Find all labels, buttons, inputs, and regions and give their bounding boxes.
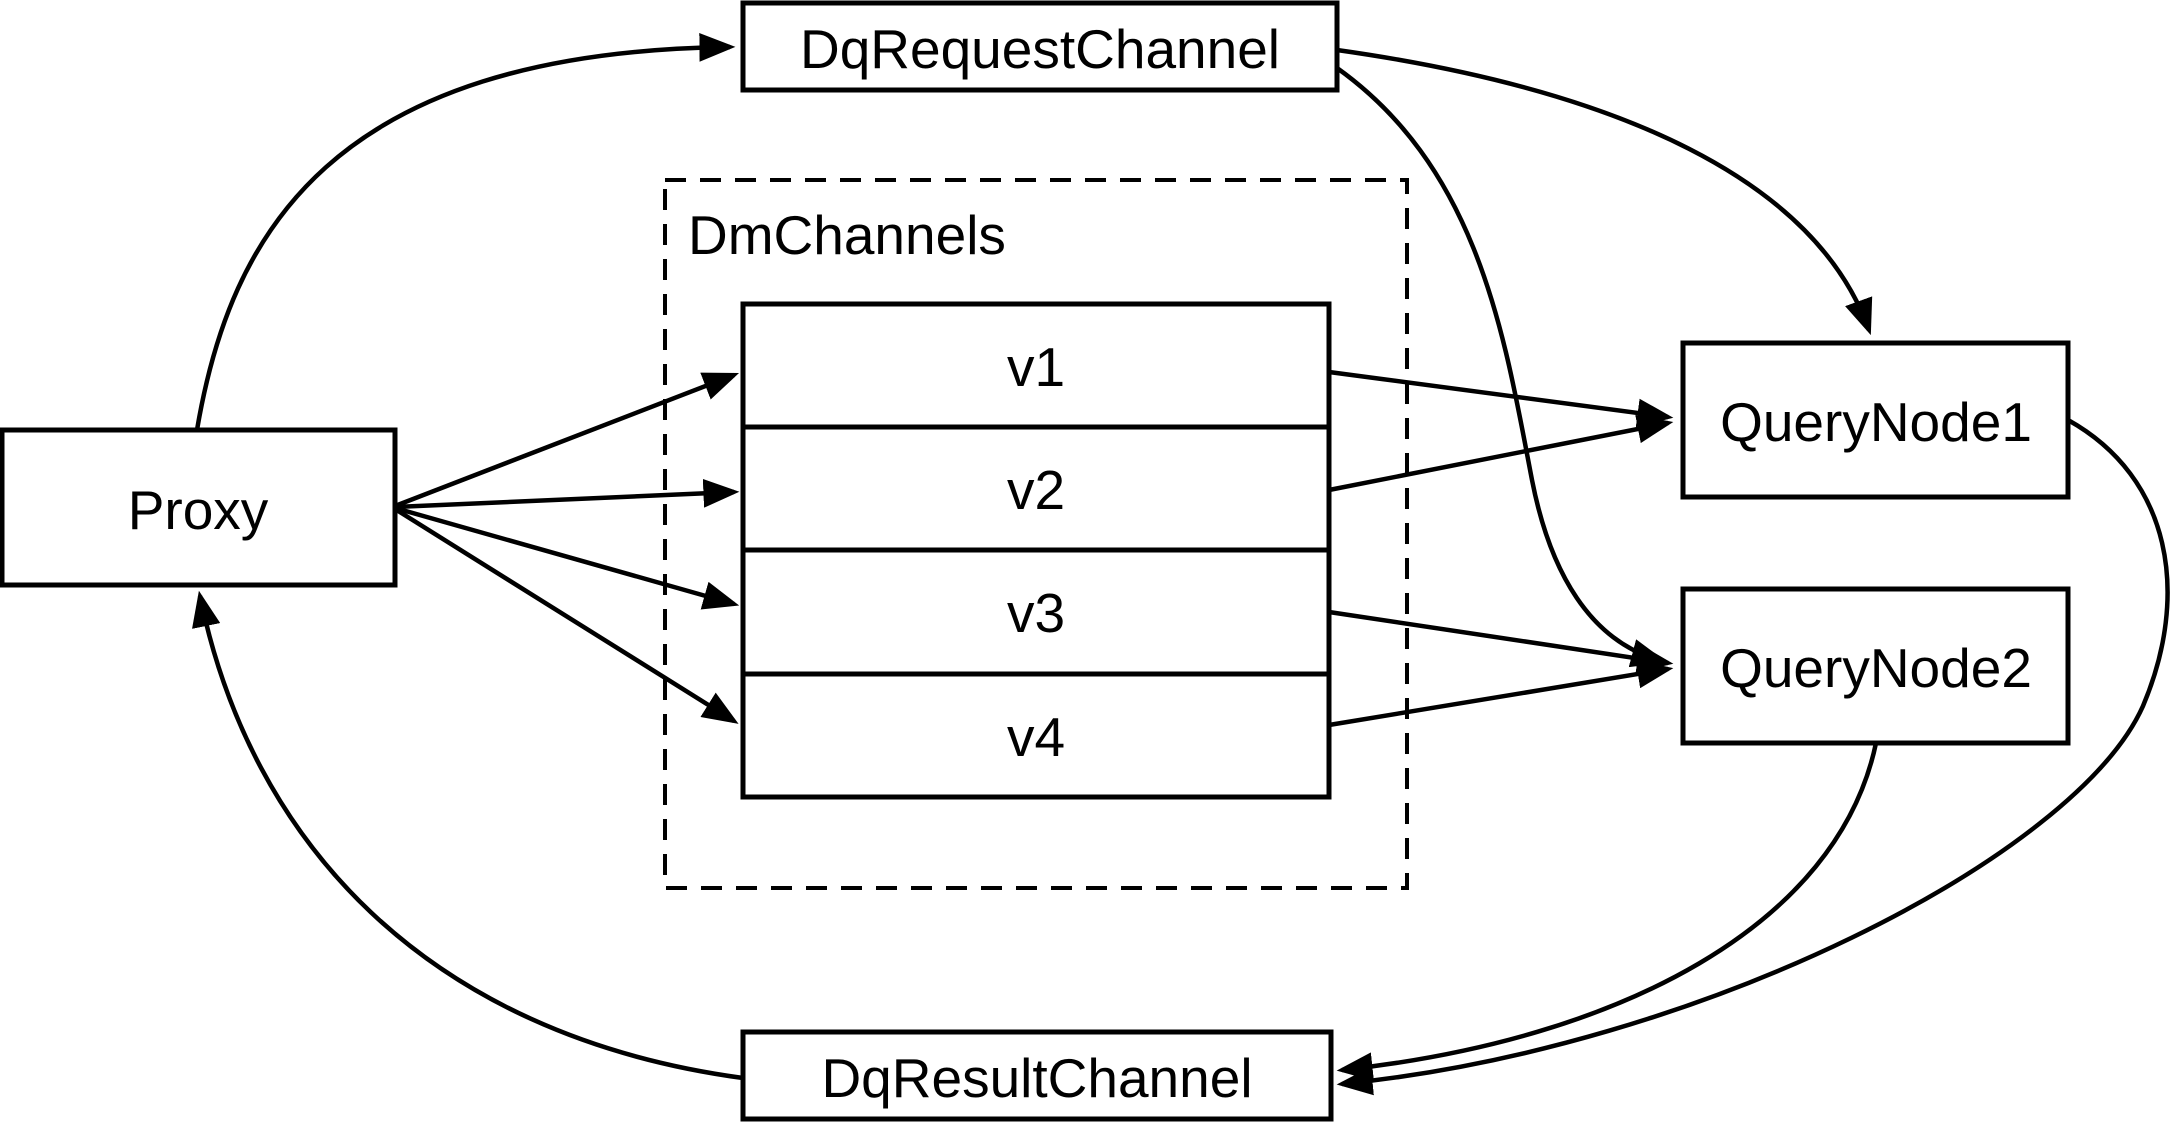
edge-proxy-to-v4: [393, 507, 739, 724]
edge-dqrequestchannel-to-querynode2: [1335, 66, 1668, 668]
query-node-2-box: [1680, 586, 2071, 746]
node-dq-result-channel: DqResultChannel: [740, 1029, 1334, 1122]
node-dq-request-channel: DqRequestChannel: [740, 0, 1340, 93]
node-proxy: Proxy: [0, 427, 398, 588]
edge-layer: [192, 32, 2170, 1096]
proxy-label: Proxy: [128, 479, 269, 541]
channel-stack: v1 v2 v3 v4: [740, 301, 1332, 800]
edge-proxy-to-v1: [394, 372, 740, 509]
channel-v2-label: v2: [1007, 459, 1065, 521]
edge-v3-to-querynode2: [1328, 609, 1674, 673]
edge-v4-to-querynode2: [1328, 659, 1674, 728]
edge-querynode1-to-dqresultchannel: [1336, 418, 2170, 1096]
query-node-1-box: [1680, 340, 2071, 500]
edge-proxy-to-dqrequestchannel: [194, 32, 736, 431]
dm-channels-container: [663, 178, 1409, 890]
edge-v2-to-querynode1: [1328, 414, 1674, 493]
channel-v1-label: v1: [1007, 336, 1065, 398]
edge-proxy-to-v2: [394, 478, 740, 510]
channel-v4-label: v4: [1007, 706, 1065, 768]
query-node-2-label: QueryNode2: [1720, 637, 2032, 699]
dm-channels-label: DmChannels: [688, 204, 1006, 266]
dq-result-channel-box: [740, 1029, 1334, 1122]
proxy-box: [0, 427, 398, 588]
node-query-node-2: QueryNode2: [1680, 586, 2071, 746]
edge-proxy-to-v3: [394, 505, 740, 610]
dq-result-channel-label: DqResultChannel: [821, 1047, 1252, 1109]
edge-dqresultchannel-to-proxy: [192, 590, 744, 1081]
channel-v3-label: v3: [1007, 582, 1065, 644]
edge-v1-to-querynode1: [1328, 369, 1674, 428]
query-node-1-label: QueryNode1: [1720, 391, 2032, 453]
node-query-node-1: QueryNode1: [1680, 340, 2071, 500]
dq-request-channel-label: DqRequestChannel: [800, 18, 1280, 80]
dq-request-channel-box: [740, 0, 1340, 93]
group-dm-channels: DmChannels v1 v2 v3 v4: [663, 178, 1409, 890]
edge-dqrequestchannel-to-querynode1: [1336, 47, 1873, 336]
edge-querynode2-to-dqresultchannel: [1336, 742, 1879, 1082]
